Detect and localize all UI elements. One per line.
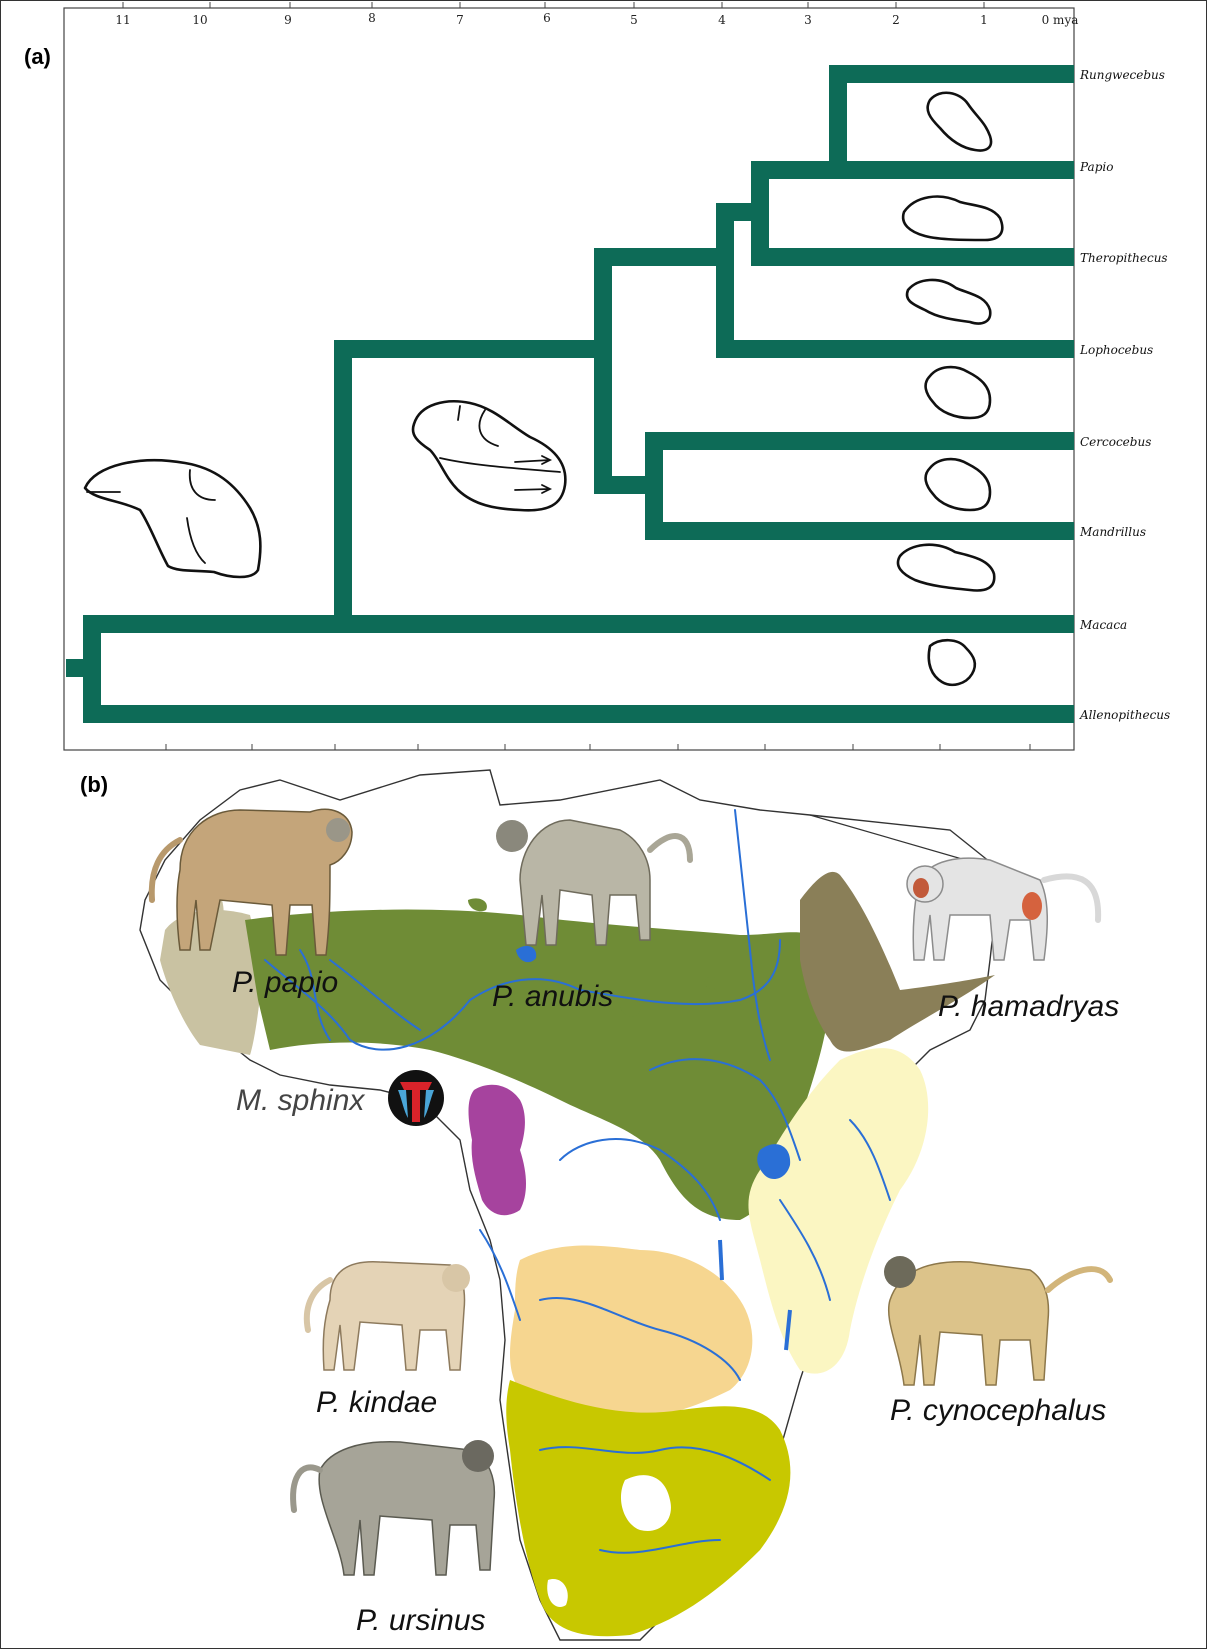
species-label-kindae: P. kindae xyxy=(316,1386,437,1420)
lake-tanganyika xyxy=(720,1240,722,1280)
species-label-papio: P. papio xyxy=(232,966,338,1000)
range-p-anubis-patch xyxy=(705,977,719,989)
mandrill-face-icon xyxy=(388,1070,444,1126)
species-label-ursinus: P. ursinus xyxy=(356,1604,486,1638)
species-label-cynocephalus: P. cynocephalus xyxy=(890,1394,1106,1428)
species-label-sphinx: M. sphinx xyxy=(236,1084,364,1118)
baboon-illustration-hamadryas xyxy=(907,858,1098,960)
baboon-illustration-ursinus xyxy=(293,1440,494,1575)
baboon-illustration-kindae xyxy=(307,1262,470,1370)
species-label-anubis: P. anubis xyxy=(492,980,613,1014)
species-label-hamadryas: P. hamadryas xyxy=(938,990,1119,1024)
baboon-illustration-cynocephalus xyxy=(884,1256,1110,1385)
